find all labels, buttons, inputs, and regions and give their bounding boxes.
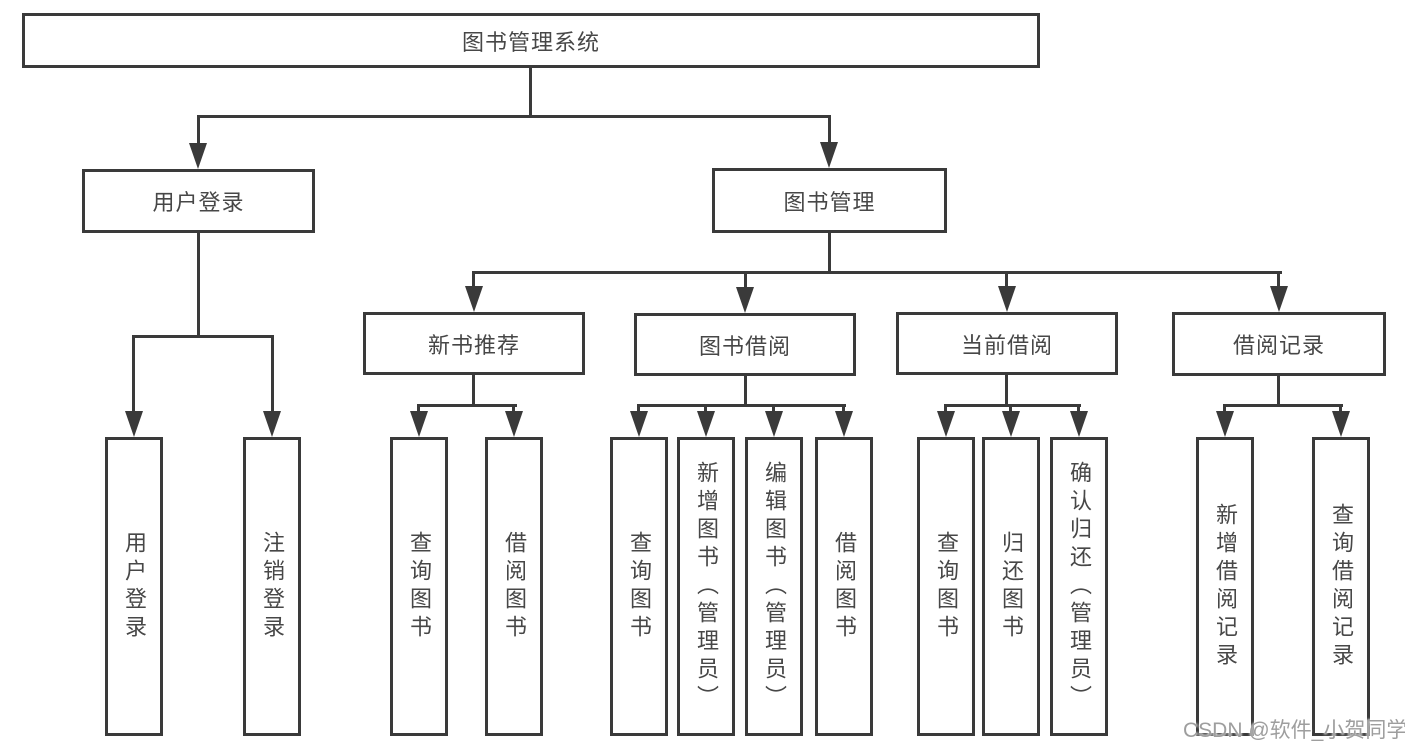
connector-line xyxy=(1005,271,1008,287)
arrow-down-icon xyxy=(505,411,523,437)
connector-line xyxy=(828,115,831,144)
connector-line xyxy=(197,115,200,145)
connector-line xyxy=(637,404,846,407)
connector-line xyxy=(512,404,515,415)
connector-line xyxy=(637,404,640,415)
connector-line xyxy=(472,375,475,407)
arrow-down-icon xyxy=(820,142,838,168)
leaf-user-login: 用户登录 xyxy=(105,437,163,736)
node-book-borrow: 图书借阅 xyxy=(634,313,856,376)
connector-line xyxy=(828,233,831,273)
leaf-logout: 注销登录 xyxy=(243,437,301,736)
arrow-down-icon xyxy=(630,411,648,437)
arrow-down-icon xyxy=(998,286,1016,312)
arrow-down-icon xyxy=(1270,286,1288,312)
arrow-down-icon xyxy=(697,411,715,437)
node-borrow-records: 借阅记录 xyxy=(1172,312,1386,376)
connector-line xyxy=(417,404,517,407)
node-current-borrow: 当前借阅 xyxy=(896,312,1118,375)
arrow-down-icon xyxy=(765,411,783,437)
connector-line xyxy=(944,404,1081,407)
leaf-add-book-admin: 新增图书（管理员） xyxy=(677,437,735,736)
connector-line xyxy=(417,404,420,415)
arrow-down-icon xyxy=(263,411,281,437)
connector-line xyxy=(132,335,274,338)
connector-line xyxy=(271,335,274,413)
leaf-borrow-books-2: 借阅图书 xyxy=(815,437,873,736)
connector-line xyxy=(772,404,775,415)
leaf-return-book: 归还图书 xyxy=(982,437,1040,736)
connector-line xyxy=(1223,404,1226,415)
arrow-down-icon xyxy=(410,411,428,437)
arrow-down-icon xyxy=(1002,411,1020,437)
connector-line xyxy=(1277,376,1280,406)
connector-line xyxy=(1223,404,1343,407)
arrow-down-icon xyxy=(465,286,483,312)
connector-line xyxy=(704,404,707,415)
node-new-book-recommend: 新书推荐 xyxy=(363,312,585,375)
branch-user-login: 用户登录 xyxy=(82,169,315,233)
arrow-down-icon xyxy=(1332,411,1350,437)
csdn-watermark: CSDN @软件_小贺同学 xyxy=(1183,719,1405,742)
connector-line xyxy=(1339,404,1342,415)
arrow-down-icon xyxy=(1216,411,1234,437)
connector-line xyxy=(842,404,845,415)
leaf-borrow-books-1: 借阅图书 xyxy=(485,437,543,736)
connector-line xyxy=(1009,404,1012,415)
leaf-add-borrow-record: 新增借阅记录 xyxy=(1196,437,1254,736)
arrow-down-icon xyxy=(1070,411,1088,437)
leaf-query-books-3: 查询图书 xyxy=(917,437,975,736)
leaf-query-books-1: 查询图书 xyxy=(390,437,448,736)
leaf-confirm-return-admin: 确认归还（管理员） xyxy=(1050,437,1108,736)
connector-line xyxy=(197,115,831,118)
connector-line xyxy=(472,271,1282,274)
connector-line xyxy=(1005,375,1008,406)
node-root: 图书管理系统 xyxy=(22,13,1040,68)
arrow-down-icon xyxy=(125,411,143,437)
arrow-down-icon xyxy=(189,143,207,169)
connector-line xyxy=(529,68,532,118)
connector-line xyxy=(1277,271,1280,287)
connector-line xyxy=(472,271,475,287)
connector-line xyxy=(744,271,747,288)
leaf-query-books-2: 查询图书 xyxy=(610,437,668,736)
arrow-down-icon xyxy=(937,411,955,437)
leaf-edit-book-admin: 编辑图书（管理员） xyxy=(745,437,803,736)
connector-line xyxy=(132,335,135,413)
arrow-down-icon xyxy=(835,411,853,437)
connector-line xyxy=(197,233,200,337)
branch-book-management: 图书管理 xyxy=(712,168,947,233)
connector-line xyxy=(1077,404,1080,415)
connector-line xyxy=(944,404,947,415)
arrow-down-icon xyxy=(736,287,754,313)
connector-line xyxy=(744,376,747,406)
leaf-query-borrow-record: 查询借阅记录 xyxy=(1312,437,1370,736)
